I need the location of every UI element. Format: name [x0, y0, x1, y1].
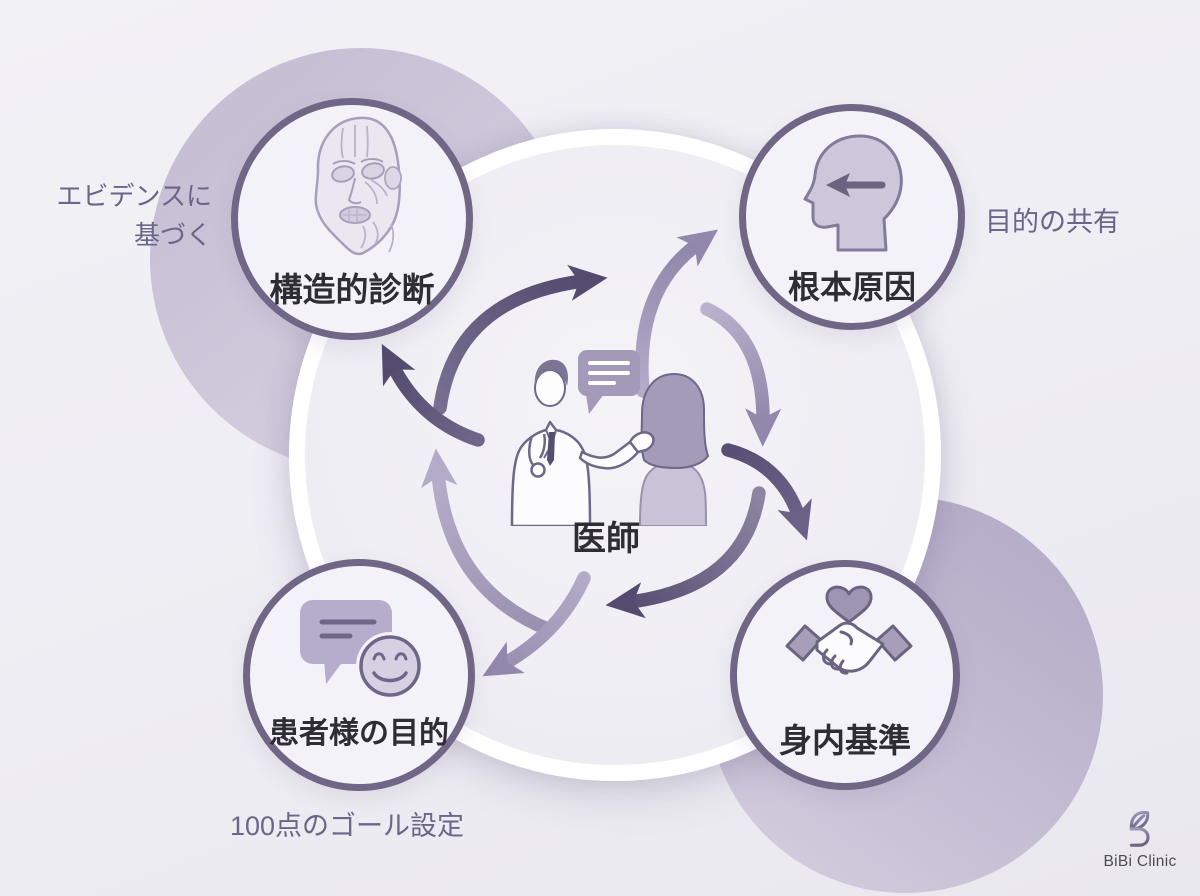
arrow-cycle-right [700, 302, 782, 447]
arrow-to-root-cause [635, 229, 719, 398]
node-patient-goal: 患者様の目的 [243, 559, 475, 791]
head-profile-arrow-icon [803, 134, 903, 252]
node-label-patient-goal: 患者様の目的 [269, 717, 449, 750]
node-label-family-standard: 身内基準 [779, 722, 911, 759]
node-label-root-cause: 根本原因 [787, 269, 916, 305]
node-family-standard: 身内基準 [730, 560, 960, 790]
arrow-to-structural-diagnosis [381, 343, 485, 447]
label-evidence-based: エビデンスに 基づく [30, 177, 212, 255]
chat-bubble-smiley-icon [300, 600, 424, 700]
bibi-clinic-logo: BiBi Clinic [1088, 806, 1192, 871]
facial-anatomy-icon [314, 116, 402, 256]
label-purpose-sharing: 目的の共有 [985, 207, 1120, 237]
label-evidence-line2: 基づく [133, 220, 212, 250]
arrow-cycle-top [433, 264, 608, 415]
doctor-patient-consultation-illustration [510, 350, 710, 526]
label-evidence-line1: エビデンスに [56, 181, 212, 211]
handshake-heart-icon [785, 585, 913, 675]
logo-text: BiBi Clinic [1103, 853, 1177, 870]
label-goal-setting: 100点のゴール設定 [230, 811, 465, 841]
arrow-to-patient-goal [482, 571, 591, 677]
arrow-to-family-standard [721, 443, 812, 541]
node-root-cause: 根本原因 [739, 104, 965, 330]
bibi-leaf-b-mark [1129, 810, 1150, 847]
arrow-cycle-bottom [605, 486, 766, 619]
center-node-label: 医師 [572, 520, 640, 558]
node-label-structural-diagnosis: 構造的診断 [269, 271, 435, 308]
node-structural-diagnosis: 構造的診断 [231, 98, 473, 340]
arrow-cycle-left [421, 448, 552, 635]
